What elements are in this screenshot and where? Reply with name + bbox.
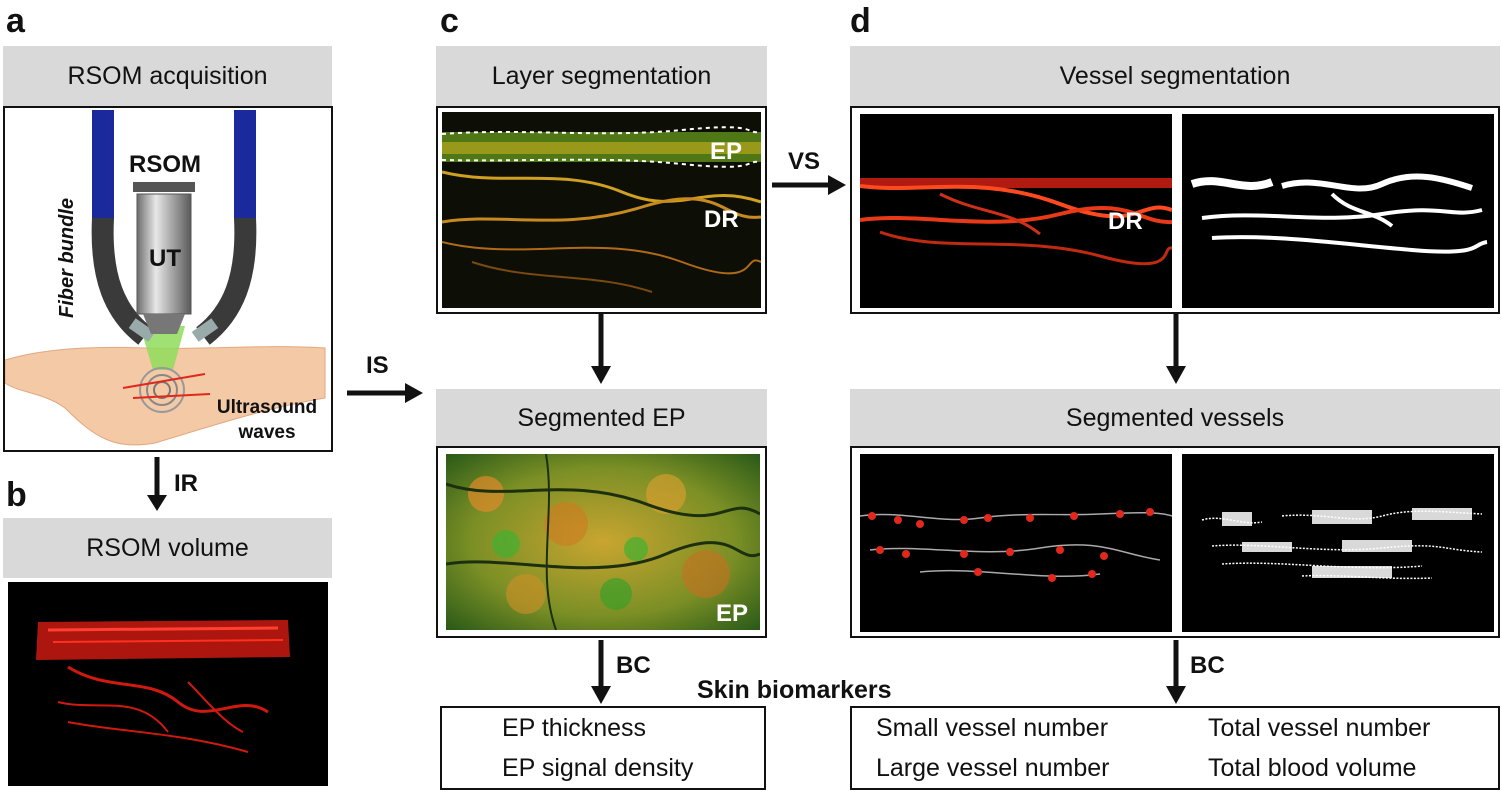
connector-left [128,318,156,342]
vessel-segmentation-title: Vessel segmentation [1059,61,1291,90]
rsom-volume-image [8,582,328,786]
wave-ring [146,374,178,406]
wave-ring [139,367,185,413]
vessel-metrics-box: Small vessel number Large vessel number … [850,706,1500,790]
rsom-volume-title: RSOM volume [86,533,249,562]
vessel-segmentation-header: Vessel segmentation [850,46,1500,106]
ut-label: UT [149,245,181,272]
rsom-device-drawing: RSOM UT Fiber bundle Ultrasound waves [4,110,326,446]
transducer-cap [133,182,195,192]
rsom-volume-header: RSOM volume [3,518,332,578]
skin-biomarkers-title: Skin biomarkers [697,676,892,704]
bc-left-label: BC [616,652,651,679]
panel-letter-d: d [850,2,871,40]
segmented-ep-header: Segmented EP [436,389,767,447]
c-down-arrow [591,314,611,384]
segmented-vessels-header: Segmented vessels [850,389,1500,447]
vessel-raw-image [860,114,1172,308]
ep-overlay-label: EP [710,138,743,165]
rsom-label: RSOM [129,151,201,178]
bc-right-label: BC [1190,652,1225,679]
is-arrow [347,383,423,403]
is-label: IS [366,352,389,379]
vs-arrow [772,175,846,195]
ep-metric-item: EP thickness [502,714,647,742]
vessel-metric-item: Total vessel number [1208,714,1431,742]
vessel-line [122,373,206,389]
dr-vessel-overlay-label: DR [1108,208,1143,235]
ultrasound-label-2: waves [237,422,295,443]
vessel-skeleton-image [860,454,1172,632]
panel-letter-c: c [440,2,459,40]
rsom-volume-render [8,582,328,786]
ir-arrow [147,457,167,511]
ir-label: IR [174,470,198,497]
rsom-acquisition-illustration: RSOM UT Fiber bundle Ultrasound waves [3,106,333,452]
layer-segmentation-image [442,112,761,308]
connector-right [191,318,219,342]
segmented-vessels-frame [850,446,1500,638]
dr-overlay-label: DR [704,206,739,233]
layer-segmentation-frame: EP DR [436,106,767,314]
layer-segmentation-render [442,112,761,308]
ep-metric-item: EP signal density [502,754,694,782]
rsom-acquisition-title: RSOM acquisition [67,61,268,90]
ep-bottom-overlay-label: EP [716,600,749,627]
panel-letter-b: b [6,476,27,514]
ep-metrics-box: EP thickness EP signal density [440,706,766,790]
segmented-ep-title: Segmented EP [517,403,686,432]
segmented-ep-frame: EP [436,446,767,638]
vessel-mask-render [1182,114,1494,308]
vs-label: VS [788,148,821,175]
segmented-ep-render [446,454,760,630]
segmented-vessels-title: Segmented vessels [1065,403,1285,432]
layer-segmentation-title: Layer segmentation [491,61,712,90]
panel-letter-a: a [6,2,25,40]
segmented-ep-image [446,454,760,630]
fiber-bundle-label: Fiber bundle [56,198,78,318]
ultrasound-label-1: Ultrasound [217,397,317,418]
vessel-diameter-render [1182,454,1494,632]
vessel-segmentation-frame: DR [850,106,1500,314]
vessel-line [132,393,211,399]
bc-right-arrow [1166,640,1186,704]
vessel-diameter-image [1182,454,1494,632]
transducer-tip [143,314,185,334]
vessel-mask-image [1182,114,1494,308]
vessel-metric-item: Small vessel number [876,714,1109,742]
bc-left-arrow [591,640,611,704]
vessel-metric-item: Total blood volume [1208,754,1417,782]
d-down-arrow [1166,314,1186,384]
vessel-raw-render [860,114,1172,308]
rsom-acquisition-header: RSOM acquisition [3,46,332,106]
layer-segmentation-header: Layer segmentation [436,46,767,106]
vessel-skeleton-render [860,454,1172,632]
vessel-metric-item: Large vessel number [876,754,1110,782]
